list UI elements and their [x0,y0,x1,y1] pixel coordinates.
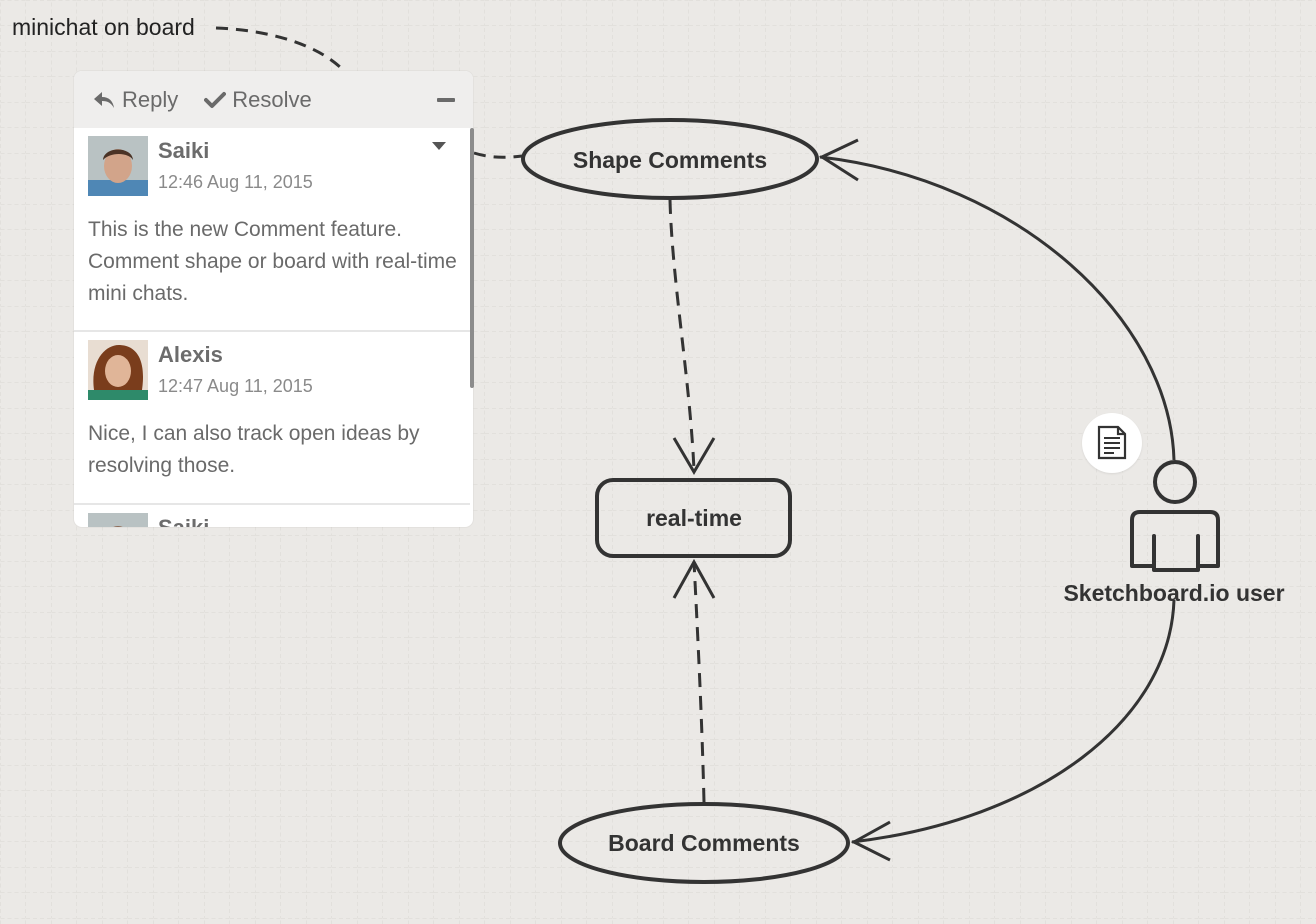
shape-comments-label: Shape Comments [573,147,767,173]
actor-head [1153,460,1197,504]
reply-arrow-icon [94,91,114,108]
minus-icon[interactable] [437,98,455,102]
avatar [88,340,148,400]
comment-time: 12:47 Aug 11, 2015 [158,376,313,396]
resolve-button[interactable]: Resolve [204,86,312,113]
shape-comment-connector [473,151,523,159]
resolve-label: Resolve [232,86,312,112]
comment-text: This is the new Comment feature. Comment… [88,218,457,305]
comment-item: Alexis 12:47 Aug 11, 2015 Nice, I can al… [74,332,470,505]
avatar [88,513,148,527]
user-to-shape-arrow[interactable] [818,138,1176,461]
comment-author: Saiki [158,515,209,527]
comment-panel: Reply Resolve [74,71,473,527]
reply-button[interactable]: Reply [92,87,178,113]
comment-panel-header: Reply Resolve [74,71,473,128]
avatar [88,136,148,196]
board-to-realtime-arrow[interactable] [672,558,716,803]
comment-scrollbar[interactable] [470,128,474,388]
user-actor-node[interactable]: Sketchboard.io user [1063,460,1285,606]
comment-author: Alexis [158,342,223,367]
real-time-label: real-time [646,505,742,531]
shape-comments-node[interactable]: Shape Comments [521,118,819,200]
checkmark-icon [204,91,227,108]
user-to-board-arrow[interactable] [850,599,1176,862]
shape-to-realtime-arrow[interactable] [668,199,716,475]
board-label-connector [215,26,347,74]
board-comments-label: Board Comments [608,830,800,856]
caret-down-icon[interactable] [432,142,446,150]
comment-author: Saiki [158,138,210,163]
board-comments-node[interactable]: Board Comments [558,802,850,884]
comment-time: 12:46 Aug 11, 2015 [158,172,313,192]
actor-body [1130,510,1220,572]
real-time-node[interactable]: real-time [595,478,792,558]
user-label: Sketchboard.io user [1063,580,1284,606]
comment-document-icon [1097,425,1127,460]
comment-item: Saiki [74,505,470,527]
comment-thread[interactable]: Saiki 12:46 Aug 11, 2015 This is the new… [74,128,470,527]
comment-item: Saiki 12:46 Aug 11, 2015 This is the new… [74,128,470,332]
comment-badge-icon[interactable] [1082,413,1142,473]
board-label[interactable]: minichat on board [12,14,195,40]
comment-text: Nice, I can also track open ideas by res… [88,422,420,477]
reply-label: Reply [122,86,179,112]
